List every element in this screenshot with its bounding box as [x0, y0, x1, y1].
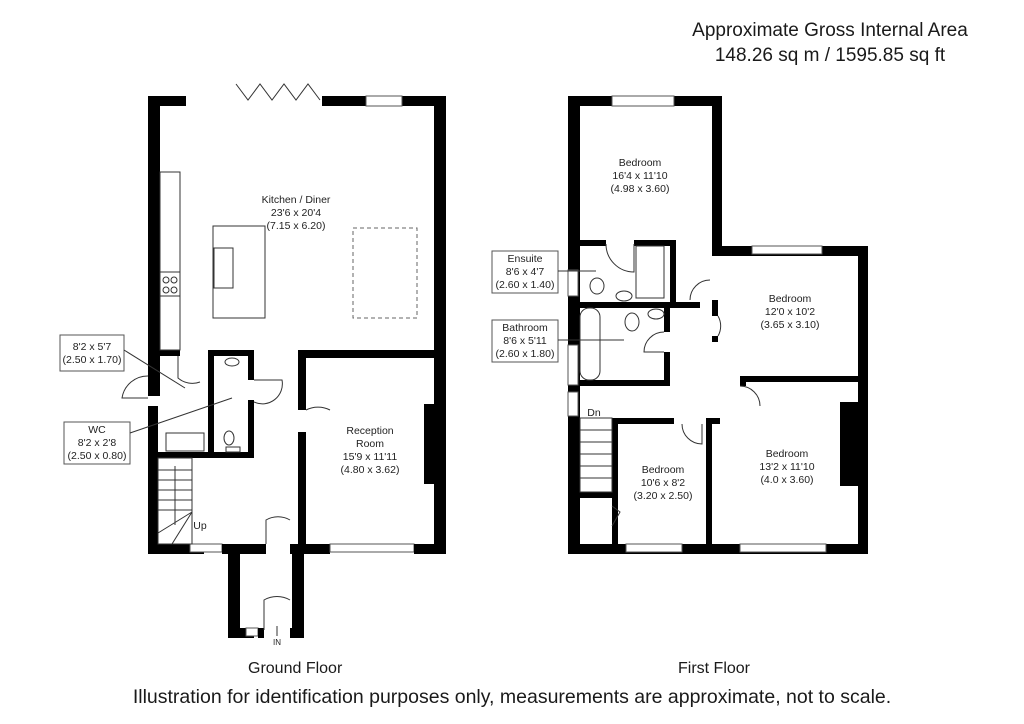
- room-dims-imperial-bedroom-1: 16'4 x 11'10: [612, 170, 667, 182]
- room-dims-metric-bedroom-3: (3.20 x 2.50): [634, 490, 693, 502]
- gross-area-value: 148.26 sq m / 1595.85 sq ft: [714, 45, 946, 66]
- callout-ensuite: Ensuite 8'6 x 4'7 (2.60 x 1.40): [491, 250, 596, 294]
- callout-wc: WC 8'2 x 2'8 (2.50 x 0.80): [63, 397, 233, 465]
- room-name-bathroom: Bathroom: [502, 322, 548, 334]
- room-dims-metric-bedroom-2: (3.65 x 3.10): [761, 319, 820, 331]
- room-dims-metric-bedroom-1: (4.98 x 3.60): [611, 183, 670, 195]
- room-dims-imperial-kitchen-diner: 23'6 x 20'4: [271, 207, 321, 219]
- stairs-up-label: Up: [193, 520, 207, 532]
- room-dims-imperial-hall: 8'2 x 5'7: [73, 341, 112, 353]
- room-dims-metric-bathroom: (2.60 x 1.80): [496, 348, 555, 360]
- ground-stairs: [157, 457, 193, 545]
- first-floor-stairs: [579, 417, 613, 493]
- room-name-ensuite: Ensuite: [507, 253, 542, 265]
- ground-floor-plan: Kitchen / Diner 23'6 x 20'4 (7.15 x 6.20…: [59, 83, 446, 647]
- room-dims-imperial-bedroom-4: 13'2 x 11'10: [759, 461, 814, 473]
- first-floor-plan: Bedroom 16'4 x 11'10 (4.98 x 3.60) Ensui…: [491, 95, 868, 554]
- room-name-reception: Reception: [346, 425, 393, 437]
- room-dims-metric-wc: (2.50 x 0.80): [68, 450, 127, 462]
- room-name-wc: WC: [88, 424, 106, 436]
- entrance-label: IN: [273, 638, 281, 647]
- room-name-bedroom-2: Bedroom: [769, 293, 812, 305]
- bifold-door-icon: [235, 83, 321, 101]
- room-dims-metric-bedroom-4: (4.0 x 3.60): [760, 474, 813, 486]
- room-dims-metric-hall: (2.50 x 1.70): [63, 354, 122, 366]
- room-name-bedroom-1: Bedroom: [619, 157, 662, 169]
- room-name-bedroom-4: Bedroom: [766, 448, 809, 460]
- room-dims-imperial-reception: 15'9 x 11'11: [343, 451, 398, 463]
- room-dims-metric-ensuite: (2.60 x 1.40): [496, 279, 555, 291]
- callout-bathroom: Bathroom 8'6 x 5'11 (2.60 x 1.80): [491, 319, 624, 363]
- room-name-kitchen-diner: Kitchen / Diner: [262, 194, 331, 206]
- room-dims-imperial-wc: 8'2 x 2'8: [78, 437, 117, 449]
- first-floor-label: First Floor: [678, 660, 750, 677]
- ground-floor-label: Ground Floor: [248, 660, 343, 677]
- room-dims-imperial-ensuite: 8'6 x 4'7: [506, 266, 545, 278]
- callout-hallway: 8'2 x 5'7 (2.50 x 1.70): [59, 334, 186, 389]
- room-dims-imperial-bedroom-3: 10'6 x 8'2: [641, 477, 685, 489]
- room-dims-metric-reception: (4.80 x 3.62): [341, 464, 400, 476]
- room-dims-imperial-bedroom-2: 12'0 x 10'2: [765, 306, 815, 318]
- disclaimer: Illustration for identification purposes…: [132, 686, 892, 708]
- room-name-reception-line2: Room: [356, 438, 384, 450]
- room-dims-metric-kitchen-diner: (7.15 x 6.20): [267, 220, 326, 232]
- room-dims-imperial-bathroom: 8'6 x 5'11: [503, 335, 547, 347]
- stairs-down-label: Dn: [587, 407, 601, 419]
- gross-area-title: Approximate Gross Internal Area: [692, 20, 968, 41]
- room-name-bedroom-3: Bedroom: [642, 464, 685, 476]
- gross-area-header: Approximate Gross Internal Area 148.26 s…: [640, 18, 1020, 68]
